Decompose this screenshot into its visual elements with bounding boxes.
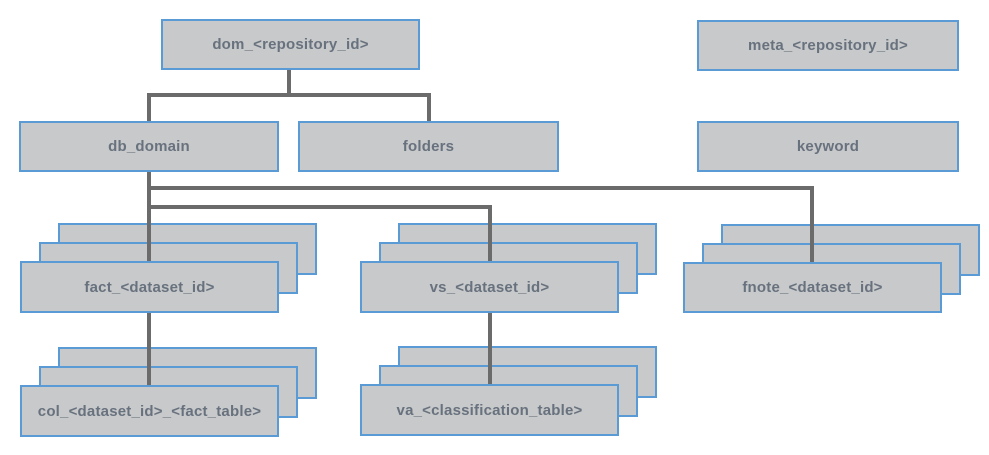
node-vs-dataset: vs_<dataset_id> bbox=[360, 261, 619, 313]
connector-to-db-domain bbox=[147, 93, 151, 121]
node-folders-label: folders bbox=[402, 138, 455, 155]
node-fact-dataset: fact_<dataset_id> bbox=[20, 261, 279, 313]
connector-dom-branch bbox=[147, 93, 431, 97]
node-db-domain-label: db_domain bbox=[108, 138, 190, 155]
node-fact-label: fact_<dataset_id> bbox=[84, 278, 215, 296]
connector-to-folders bbox=[427, 93, 431, 121]
node-meta-label: meta_<repository_id> bbox=[748, 37, 908, 54]
node-va-classification-table: va_<classification_table> bbox=[360, 384, 619, 436]
node-col-label: col_<dataset_id>_<fact_table> bbox=[37, 402, 262, 420]
node-fnote-label: fnote_<dataset_id> bbox=[742, 279, 883, 296]
node-fnote-dataset: fnote_<dataset_id> bbox=[683, 262, 942, 313]
connector-to-fnote bbox=[810, 186, 814, 262]
node-db-domain: db_domain bbox=[19, 121, 279, 172]
node-keyword-label: keyword bbox=[796, 138, 860, 155]
node-vs-label: vs_<dataset_id> bbox=[429, 278, 550, 296]
node-va-label: va_<classification_table> bbox=[396, 401, 583, 419]
node-meta-repository: meta_<repository_id> bbox=[697, 20, 959, 71]
node-keyword: keyword bbox=[697, 121, 959, 172]
node-dom-label: dom_<repository_id> bbox=[212, 36, 369, 53]
node-folders: folders bbox=[298, 121, 559, 172]
connector-db-fnote-branch bbox=[147, 186, 814, 190]
connector-dom-stem bbox=[287, 70, 291, 97]
node-dom-repository: dom_<repository_id> bbox=[161, 19, 420, 70]
node-col-dataset-fact-table: col_<dataset_id>_<fact_table> bbox=[20, 385, 279, 437]
connector-db-vs-branch bbox=[147, 205, 492, 209]
